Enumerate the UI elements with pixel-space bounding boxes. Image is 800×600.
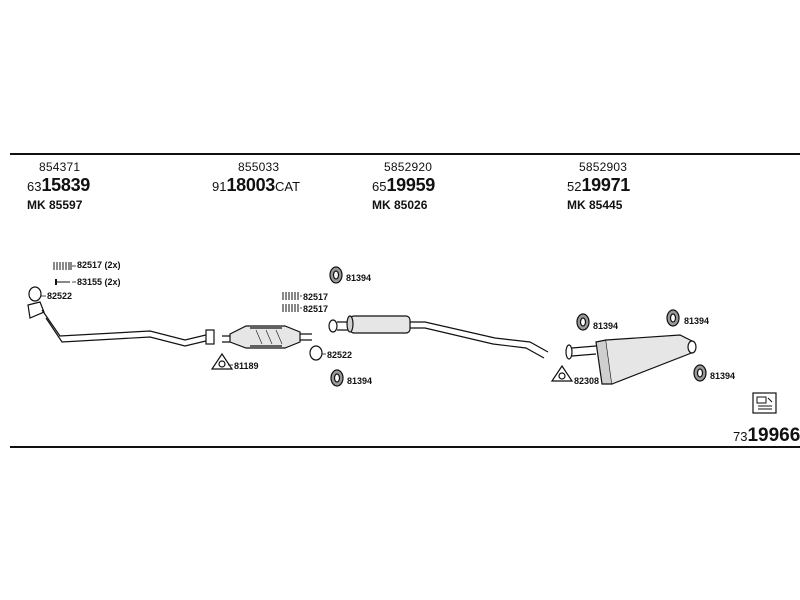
rear-muffler bbox=[565, 334, 697, 385]
label-clamp-rear: 82308 bbox=[574, 376, 600, 386]
kit-number: 7319966 bbox=[733, 425, 800, 446]
bottom-rule bbox=[10, 446, 800, 448]
label-hanger-top: 81394 bbox=[346, 273, 372, 283]
mk-number: MK 85445 bbox=[567, 198, 623, 212]
center-muffler bbox=[328, 315, 549, 359]
part-number: 6519959 bbox=[372, 175, 436, 195]
part-header-catalyst: 855033 9118003CAT bbox=[212, 160, 300, 198]
mk-number: MK 85026 bbox=[372, 198, 428, 212]
gasket-front bbox=[28, 286, 42, 302]
label-clamp-cat: 81189 bbox=[234, 361, 259, 371]
part-number: 6315839 bbox=[27, 175, 91, 195]
label-bolts-front: 82517 (2x) bbox=[77, 260, 121, 270]
oe-number: 5852920 bbox=[384, 160, 433, 174]
part-header-front-pipe: 854371 6315839 MK 85597 bbox=[27, 160, 90, 212]
front-pipe bbox=[27, 301, 215, 347]
part-number: 5219971 bbox=[567, 175, 631, 195]
screw-icon bbox=[55, 279, 70, 285]
label-bolts-cat-2: 82517 bbox=[303, 304, 329, 314]
oe-number: 855033 bbox=[238, 160, 280, 174]
top-rule bbox=[10, 153, 800, 155]
label-screws-front: 83155 (2x) bbox=[77, 277, 121, 287]
label-hanger-mid: 81394 bbox=[347, 376, 373, 386]
label-gasket-front: 82522 bbox=[47, 291, 73, 301]
label-hanger-rear1: 81394 bbox=[593, 321, 619, 331]
label-hanger-rear2: 81394 bbox=[684, 316, 710, 326]
clamp-rear bbox=[550, 364, 574, 382]
gasket-mid bbox=[309, 345, 323, 361]
bolt-icon bbox=[282, 292, 299, 312]
label-hanger-rear3: 81394 bbox=[710, 371, 736, 381]
oe-number: 5852903 bbox=[579, 160, 628, 174]
oe-number: 854371 bbox=[39, 160, 81, 174]
catalytic-converter bbox=[222, 325, 312, 349]
mk-number: MK 85597 bbox=[27, 198, 83, 212]
label-bolts-cat: 82517 bbox=[303, 292, 329, 302]
label-gasket-mid: 82522 bbox=[327, 350, 353, 360]
bolt-icon bbox=[53, 262, 72, 270]
part-header-rear-muffler: 5852903 5219971 MK 85445 bbox=[567, 160, 630, 212]
clamp-cat bbox=[210, 352, 234, 370]
part-number: 9118003CAT bbox=[212, 175, 301, 195]
part-header-center-muffler: 5852920 6519959 MK 85026 bbox=[372, 160, 435, 212]
info-icon bbox=[752, 392, 777, 414]
